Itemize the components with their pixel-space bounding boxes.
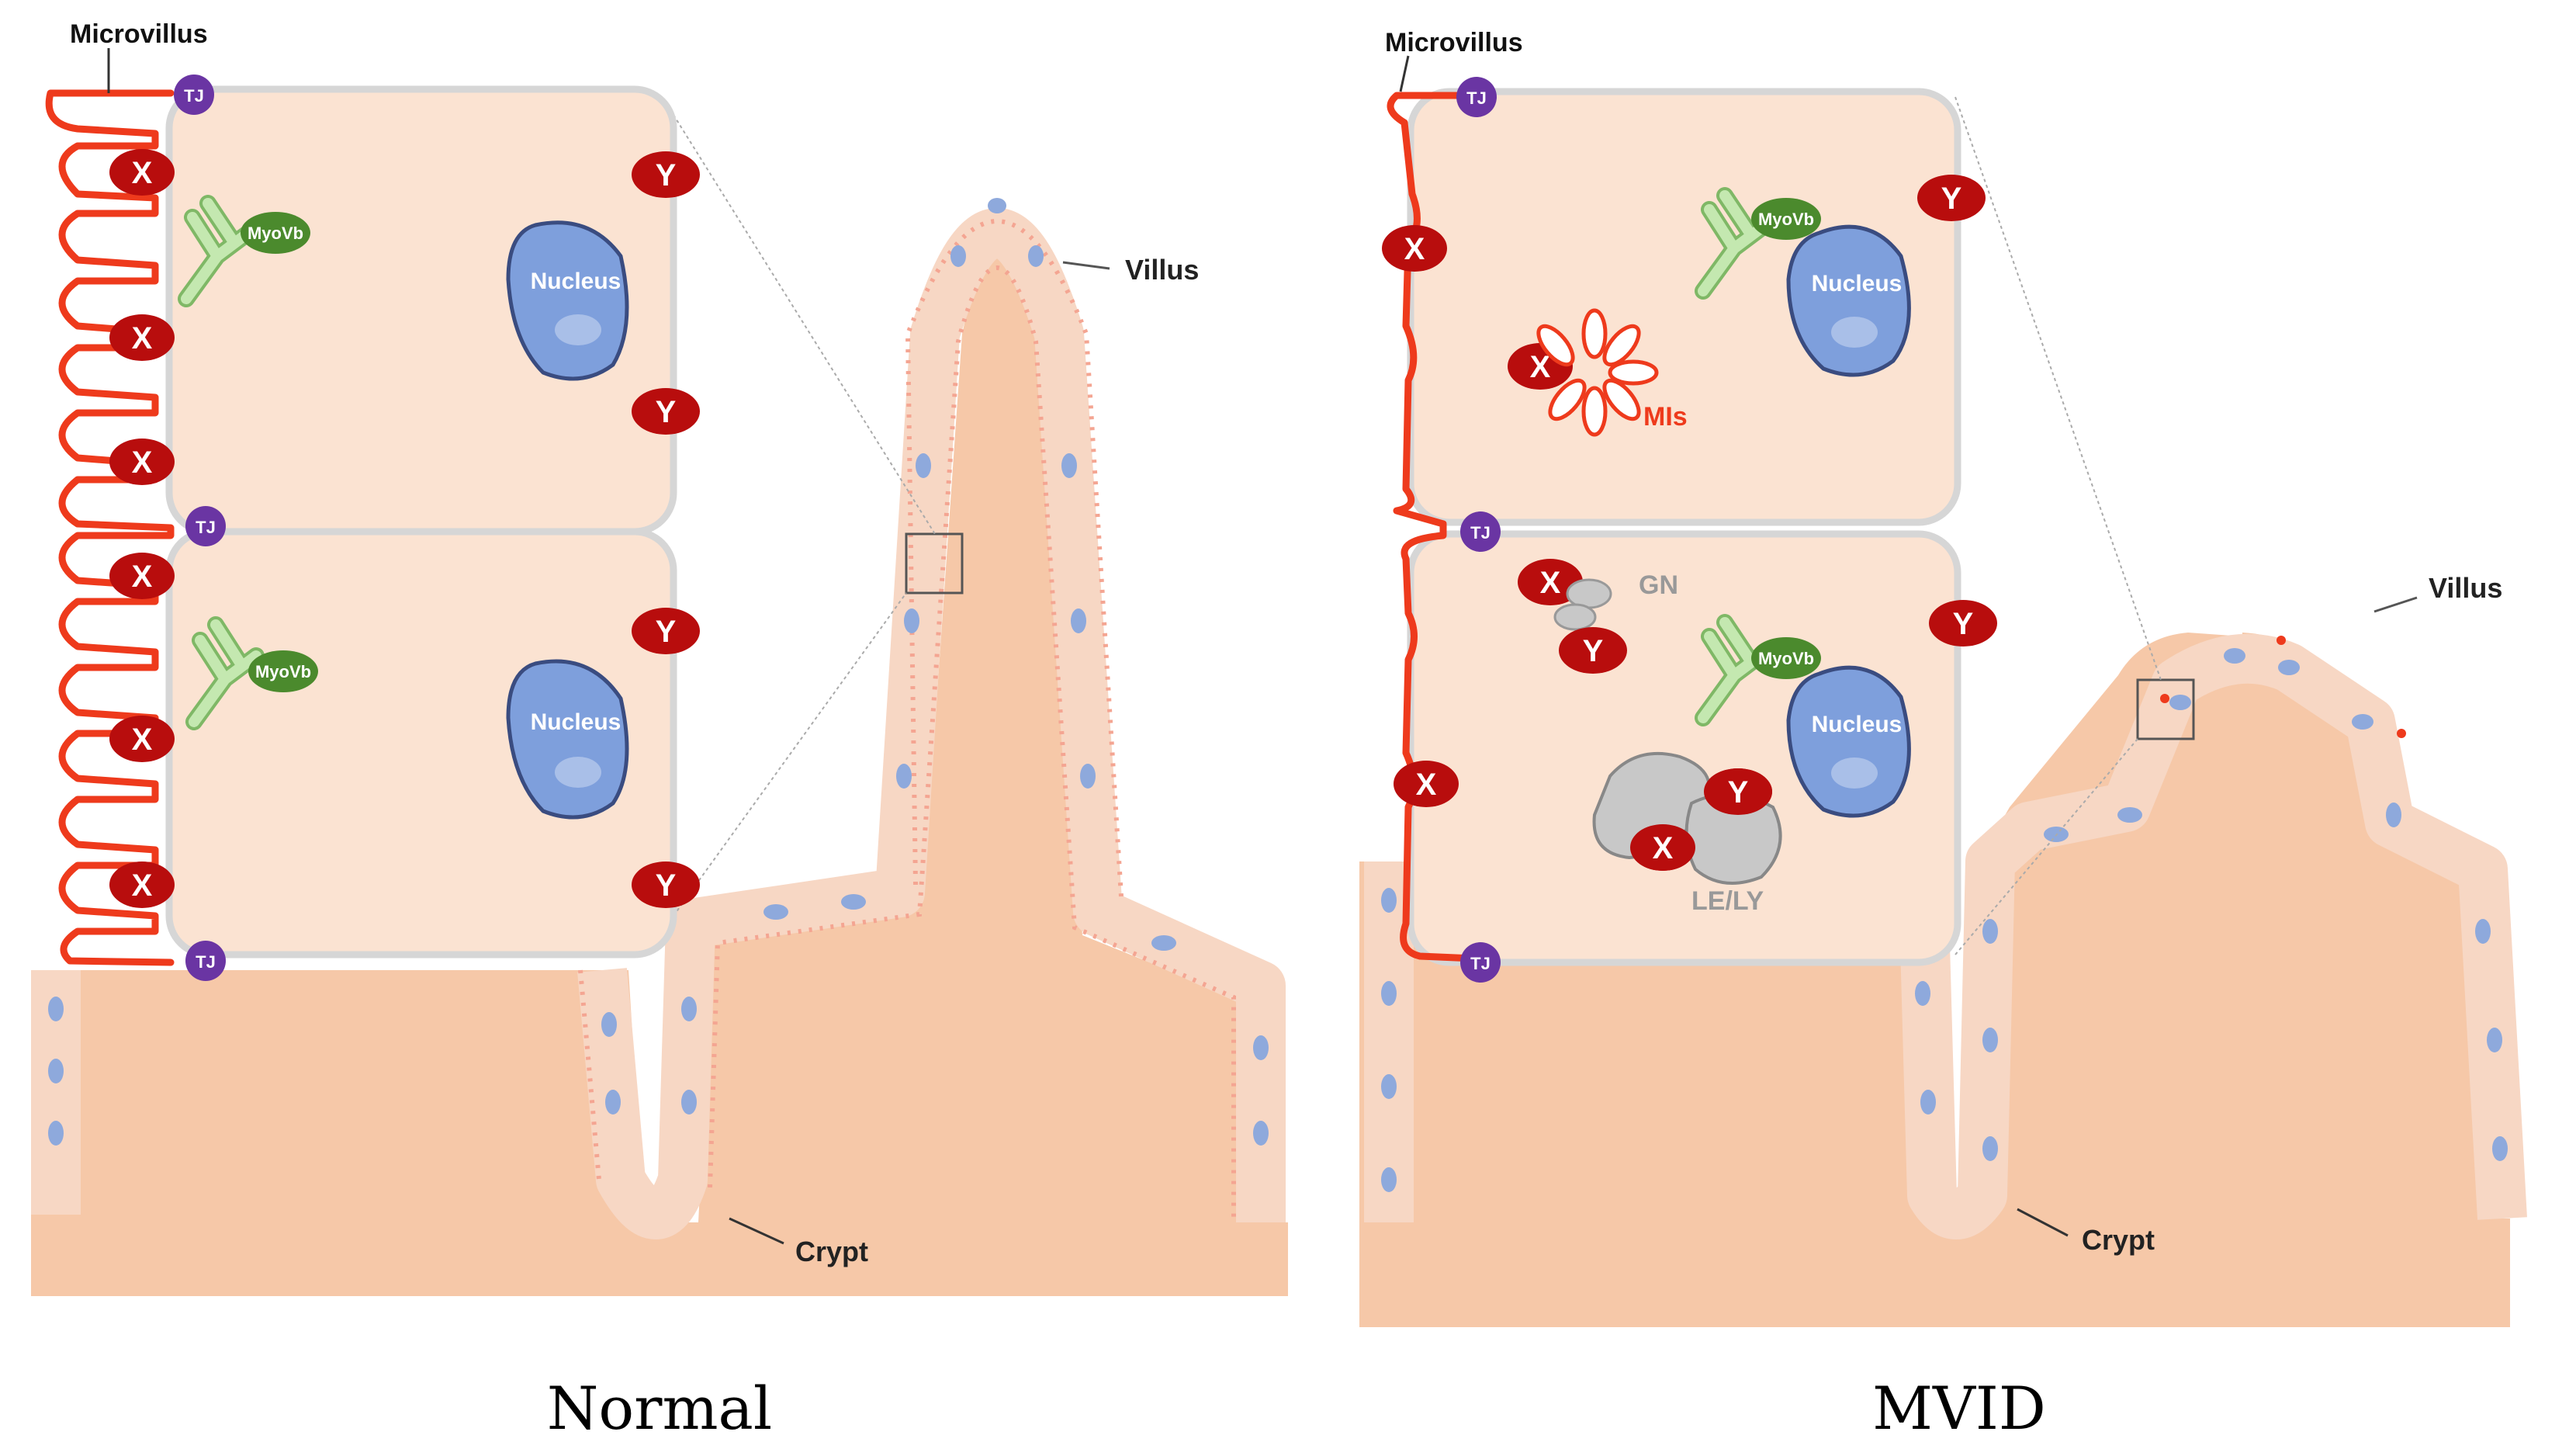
label-microvillus-normal: Microvillus: [70, 19, 208, 49]
tissue-mvid: [1359, 633, 2510, 1327]
tj-mvid-3: TJ: [1460, 942, 1501, 983]
myovb-label: MyoVb: [248, 224, 303, 243]
marker-x-label: X: [1404, 232, 1425, 266]
label-gn: GN: [1639, 570, 1678, 600]
tj-mvid-1: TJ: [1456, 77, 1497, 117]
nucleus-label: Nucleus: [1812, 271, 1903, 296]
marker-y-label: Y: [656, 868, 677, 903]
marker-y-normal: [632, 151, 700, 908]
marker-y-label: Y: [1728, 775, 1749, 809]
cell-mvid-top: [1407, 88, 1961, 526]
myovb-normal-top: MyoVb: [178, 195, 310, 307]
label-crypt-mvid: Crypt: [2082, 1224, 2155, 1256]
nucleus-mvid-bottom: Nucleus: [1786, 665, 1911, 818]
marker-x-label: X: [132, 560, 153, 594]
caption-normal: Normal: [546, 1374, 773, 1443]
marker-x-normal: [109, 149, 175, 908]
marker-x-label: X: [1653, 831, 1674, 865]
myovb-label: MyoVb: [255, 662, 311, 681]
tissue-normal: [31, 256, 1288, 1296]
tj-label: TJ: [1466, 88, 1487, 108]
marker-x-label: X: [132, 723, 153, 757]
label-microvillus-mvid: Microvillus: [1385, 28, 1523, 57]
zoom-box-mvid: [2136, 678, 2195, 740]
tj-mvid-2: TJ: [1460, 511, 1501, 552]
myovb-mvid-top: MyoVb: [1695, 187, 1821, 300]
myovb-mvid-bottom: MyoVb: [1695, 614, 1821, 726]
golgi-network: [1553, 578, 1612, 631]
nucleus-normal-top: Nucleus: [506, 220, 629, 381]
marker-y-label: Y: [1583, 634, 1604, 668]
tj-label: TJ: [196, 518, 216, 537]
marker-x-label: X: [132, 868, 153, 903]
marker-y-label: Y: [656, 615, 677, 649]
label-lely: LE/LY: [1691, 886, 1764, 916]
panel-normal: Microvillus TJ TJ TJ X X X X X X: [31, 19, 1288, 1296]
myovb-normal-bottom: MyoVb: [185, 616, 318, 730]
marker-y-label: Y: [656, 395, 677, 429]
marker-x-label: X: [1416, 768, 1437, 802]
caption-mvid: MVID: [1872, 1374, 2046, 1443]
marker-x-label: X: [1540, 566, 1561, 600]
tj-normal-3: TJ: [185, 941, 226, 981]
tj-normal-2: TJ: [185, 506, 226, 546]
marker-y-label: Y: [1953, 607, 1974, 641]
nucleus-label: Nucleus: [1812, 712, 1903, 737]
nucleus-label: Nucleus: [531, 709, 621, 735]
epithelium-mvid: [1364, 633, 2527, 1239]
tj-label: TJ: [184, 86, 204, 106]
tj-label: TJ: [196, 952, 216, 972]
label-villus-mvid: Villus: [2429, 572, 2502, 604]
marker-x-label: X: [1530, 350, 1551, 384]
marker-x-label: X: [132, 321, 153, 355]
nucleus-normal-bottom: Nucleus: [506, 659, 629, 820]
label-crypt-normal: Crypt: [795, 1236, 868, 1267]
microvillus-inclusion: [1536, 308, 1659, 437]
tj-label: TJ: [1470, 523, 1491, 543]
nucleus-mvid-top: Nucleus: [1786, 224, 1911, 377]
microvillus-membrane-normal: [45, 89, 175, 966]
myovb-label: MyoVb: [1758, 210, 1814, 229]
marker-x-label: X: [132, 445, 153, 480]
marker-y-label: Y: [656, 158, 677, 192]
label-villus-normal: Villus: [1125, 254, 1199, 286]
panel-mvid: Microvillus TJ TJ TJ X X X X X: [1359, 28, 2527, 1327]
tj-label: TJ: [1470, 954, 1491, 973]
marker-y-label: Y: [1941, 182, 1962, 216]
label-mis: MIs: [1643, 402, 1688, 432]
nucleus-label: Nucleus: [531, 269, 621, 294]
cell-mvid-bottom: [1407, 530, 1961, 966]
tj-normal-1: TJ: [174, 75, 214, 115]
marker-x-label: X: [132, 156, 153, 190]
myovb-label: MyoVb: [1758, 649, 1814, 668]
